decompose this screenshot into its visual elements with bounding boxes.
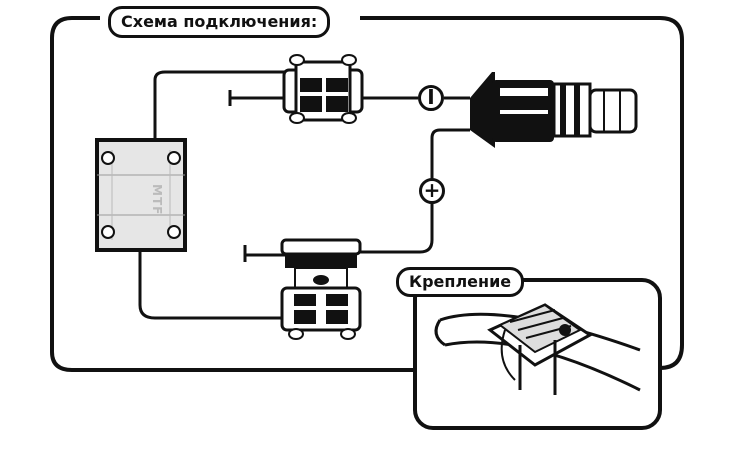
plus-symbol: + (419, 178, 445, 204)
brand-logo: MTF (150, 184, 164, 216)
outer-frame-right (360, 16, 684, 370)
wire-plus (360, 128, 470, 254)
resistor-module (95, 138, 187, 252)
mount-title: Крепление (396, 267, 525, 297)
wire-bottom (138, 250, 285, 320)
connector-top (282, 54, 364, 124)
outer-frame (50, 16, 415, 372)
wire-top (153, 70, 285, 140)
minus-symbol: I (418, 85, 444, 111)
connector-bottom (280, 238, 362, 340)
lamp (470, 72, 638, 148)
diagram-title: Схема подключения: (108, 6, 331, 38)
mount-illustration (434, 303, 641, 395)
